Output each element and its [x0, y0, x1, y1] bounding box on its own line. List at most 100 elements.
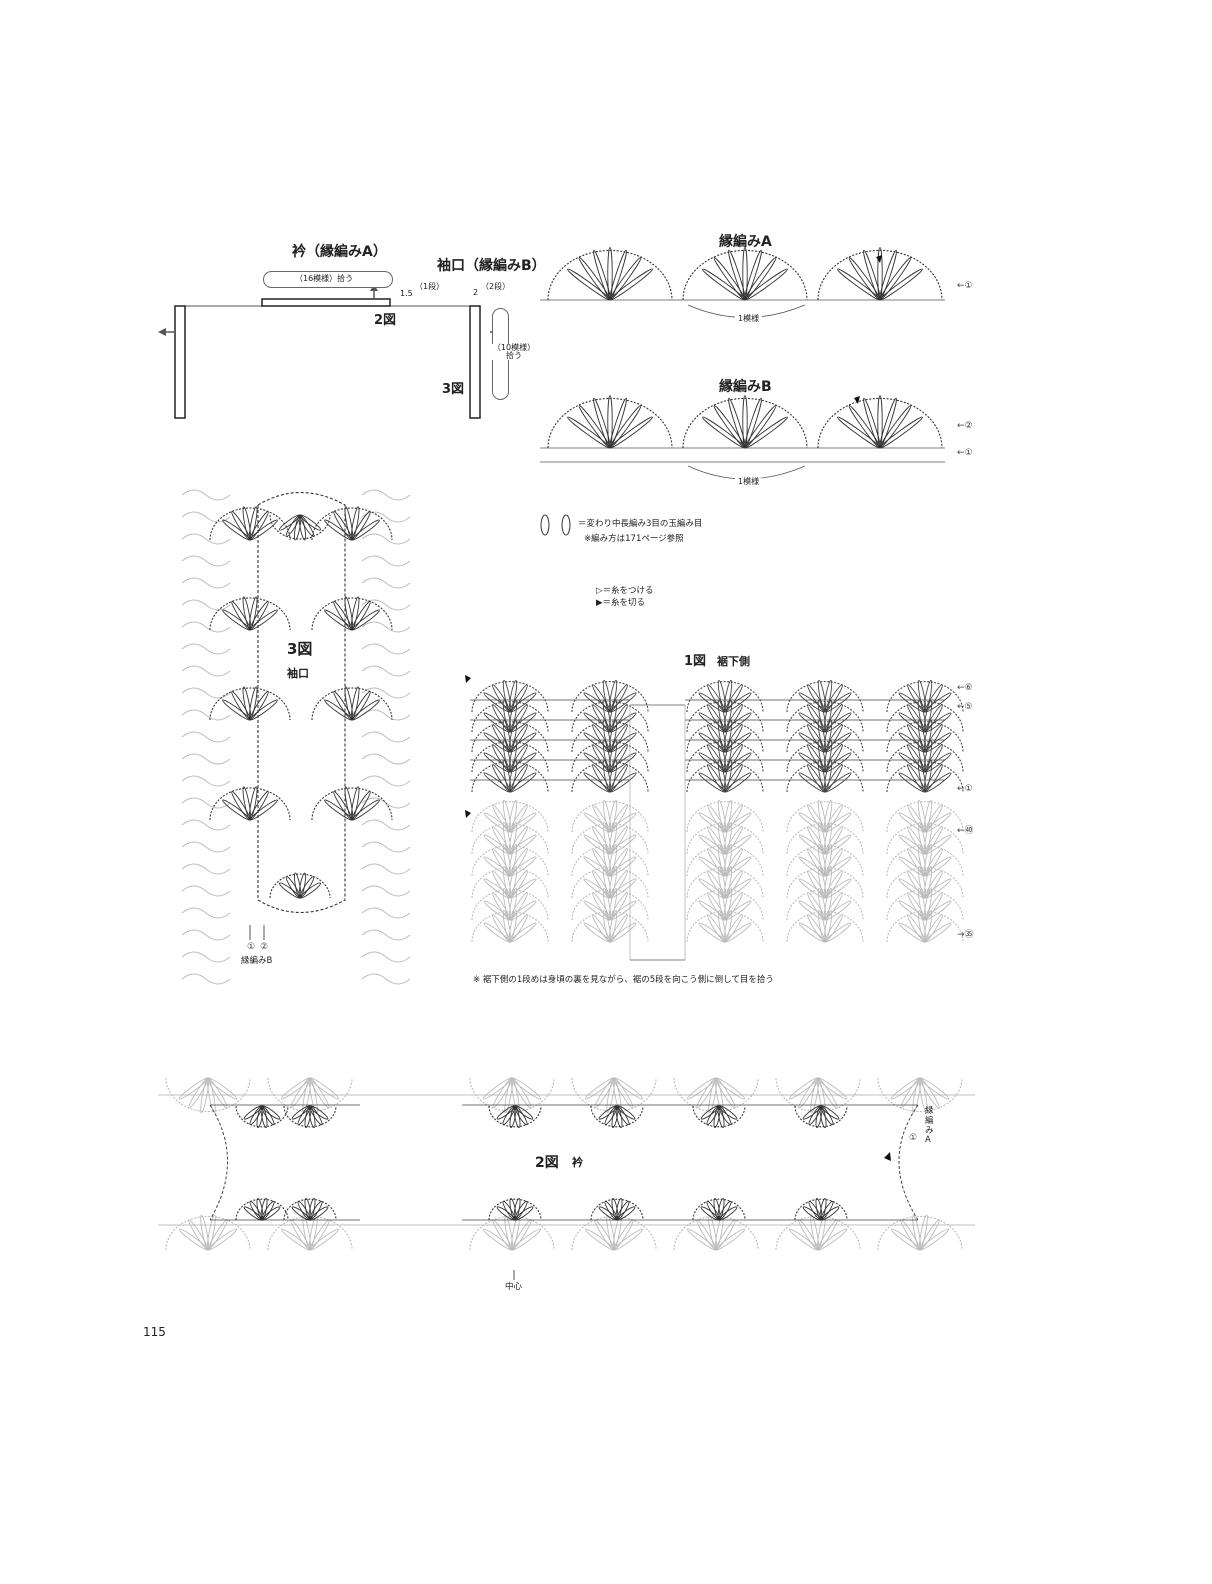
fig1-upper-fan	[898, 772, 926, 793]
fig1-upper-fan-arc	[786, 681, 864, 713]
fig1-lower-fan	[898, 878, 926, 899]
fig1-lower-fan-arc	[886, 867, 964, 899]
fig3-right-fan-0	[324, 519, 353, 541]
edging-b-fan-1	[702, 416, 746, 449]
fig1-lower-fan	[483, 922, 511, 943]
fig1-lower-fan	[798, 856, 826, 877]
edging-a-repeat: 1模様	[735, 315, 763, 323]
collar-pickup-label: （16模様）拾う	[292, 275, 357, 283]
fig1-upper-fan-arc	[686, 701, 764, 733]
fig3-right-bg	[361, 577, 411, 589]
collar-band	[261, 298, 391, 307]
fig1-lower-fan	[483, 900, 511, 921]
fig2-bottom-bg-arc	[673, 1215, 759, 1251]
fig3-right-fan-3	[324, 799, 353, 821]
fig2-top-bg	[178, 1077, 209, 1100]
collar-fig-label: 2図	[374, 313, 397, 328]
fig1-lower-fan-arc	[786, 889, 864, 921]
cuff-fig-label: 3図	[442, 382, 465, 397]
edging-a-fan-0	[607, 247, 613, 301]
edging-a-row1: ←①	[957, 281, 973, 291]
fig2-bottom-fan-1	[598, 1206, 618, 1221]
fig2-row1: ①	[909, 1133, 918, 1143]
fig1-lower-fan-arc	[571, 889, 649, 921]
fig3-left-bg	[181, 709, 231, 721]
fig1-lower-fan-arc	[571, 911, 649, 943]
fig3-left-bg	[181, 907, 231, 919]
collar-depth: 1.5	[400, 289, 413, 298]
fig3-right-bg	[361, 665, 411, 677]
fig2-top-fan-1	[598, 1105, 618, 1120]
fig1-upper-fan-arc	[886, 701, 964, 733]
fig2-bottom-bg	[280, 1228, 311, 1251]
fig1-upper-fan-arc	[571, 681, 649, 713]
edging-b-fan-0	[567, 416, 611, 449]
fig1-marker-1: ←①	[957, 784, 973, 794]
fig3-right-bg	[361, 533, 411, 545]
fig2-top-fan-0-arc	[488, 1105, 542, 1128]
fig2-bottom-bg-arc	[469, 1215, 555, 1251]
fig2-bottom-fan-1-arc	[590, 1198, 644, 1221]
fig3-left-bg	[181, 555, 231, 567]
fig1-lower-fan-arc	[686, 889, 764, 921]
fig1-cut-mark-top	[465, 675, 471, 683]
fig3-left-fan-1	[222, 609, 251, 631]
edging-b-fan-2	[877, 395, 883, 449]
fig1-lower-fan	[798, 834, 826, 855]
fig2-left-end	[209, 1104, 228, 1221]
fig1-marker-6: ←⑥	[957, 683, 973, 693]
fig2-bottom-bg-arc	[775, 1215, 861, 1251]
fig1-upper-fan-arc	[571, 761, 649, 793]
fig3-left-bg	[181, 929, 231, 941]
fig3-label: 縁編みB	[241, 956, 273, 966]
fig3-right-bg	[361, 731, 411, 743]
fig2-bottom-fan-2-arc	[692, 1198, 746, 1221]
fig3-row1: ①	[247, 942, 256, 952]
fig3-left-bg	[181, 775, 231, 787]
fig3-right-bg	[361, 841, 411, 853]
fig1-lower-fan	[798, 922, 826, 943]
fig2-bottom-fan-3	[802, 1206, 822, 1221]
fig1-title: 1図	[684, 654, 707, 669]
fig1-upper-fan-arc	[471, 741, 549, 773]
edging-b-repeat: 1模様	[735, 478, 763, 486]
fig2-bottom-bg	[178, 1228, 209, 1251]
fig1-lower-fan	[898, 922, 926, 943]
fig2-bottom-bg-arc	[877, 1215, 963, 1251]
fig1-upper-fan-arc	[786, 721, 864, 753]
fig2-top-fan-2	[713, 1105, 721, 1129]
collar-title: 衿（縁編みA）	[292, 244, 387, 260]
fig1-lower-fan-arc	[686, 823, 764, 855]
edging-b-fan-2-arc	[817, 397, 943, 449]
fig1-lower-fan	[698, 812, 726, 833]
fig2-top-bg	[788, 1077, 819, 1100]
fig2-side-label: 縁編みA	[925, 1106, 934, 1146]
fig3-right-bg	[361, 709, 411, 721]
page-number: 115	[143, 1325, 166, 1339]
fig2-bottom-bg	[584, 1228, 615, 1251]
fig1-upper-fan-arc	[471, 761, 549, 793]
fig2-bottom-fan-0-arc	[488, 1198, 542, 1221]
fig2-bottom-bg	[918, 1214, 928, 1251]
fig1-marker-35: →㉟	[957, 930, 974, 940]
fig1-lower-fan-arc	[686, 845, 764, 877]
fig2-top-bg	[912, 1077, 922, 1114]
edging-a-fan-0-arc	[547, 249, 673, 301]
fig2-bottom-left-fan-1-arc	[283, 1198, 337, 1221]
fig3-left-bg	[181, 973, 231, 985]
fig1-upper-fan-arc	[471, 721, 549, 753]
fig3-left-fan-2-arc	[209, 687, 291, 721]
fig3-top-fan	[278, 514, 301, 531]
fig3-right-bg	[361, 753, 411, 765]
fig3-top-fan-arc	[269, 514, 331, 540]
edging-a-fan-2	[879, 268, 923, 301]
edging-b-fan-1-arc	[682, 397, 808, 449]
edging-b-fan-0-arc	[547, 397, 673, 449]
fig1-upper-fan	[798, 772, 826, 793]
fig2-top-bg-arc	[165, 1077, 251, 1113]
edging-a-title: 縁編みA	[719, 234, 772, 250]
fig1-upper-fan-arc	[686, 721, 764, 753]
fig1-lower-fan-arc	[571, 801, 649, 833]
fig2-bottom-fan-3-arc	[794, 1198, 848, 1221]
